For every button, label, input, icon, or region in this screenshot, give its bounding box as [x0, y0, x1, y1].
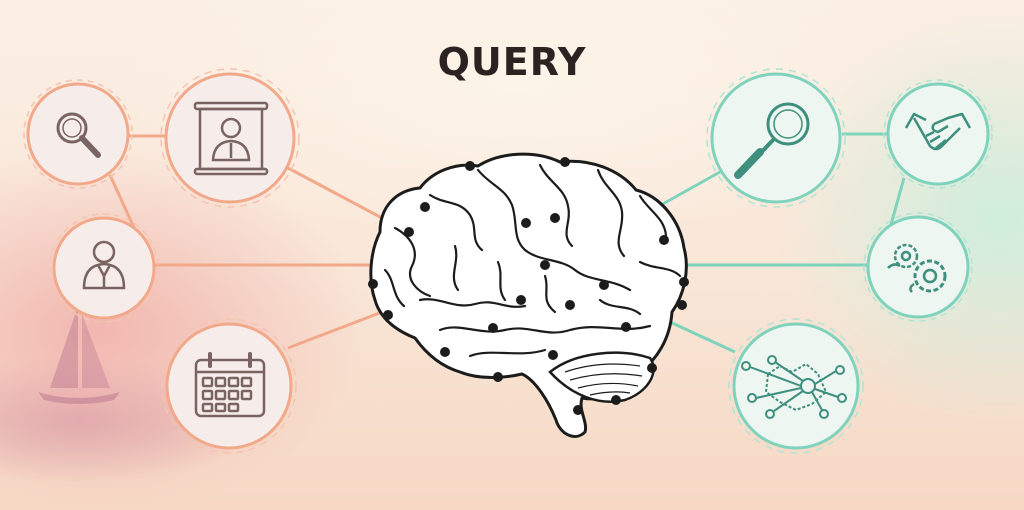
left-node-presenter[interactable] — [160, 68, 300, 208]
right-node-handshake[interactable] — [883, 79, 993, 189]
sailboat-silhouette — [38, 306, 120, 404]
page-title: QUERY — [437, 40, 587, 84]
right-node-network[interactable] — [728, 318, 864, 454]
calendar-icon — [194, 352, 266, 418]
left-connectors — [108, 134, 383, 350]
magnifier-icon — [734, 102, 810, 179]
presenter-board-icon — [193, 101, 269, 176]
right-node-search[interactable] — [706, 68, 846, 208]
left-node-search[interactable] — [23, 79, 133, 189]
brain-icon — [368, 152, 689, 438]
right-connectors — [651, 132, 906, 354]
magnifier-icon — [56, 112, 101, 158]
right-node-gears[interactable] — [863, 212, 973, 322]
gears-icon — [887, 243, 947, 293]
person-icon — [82, 240, 126, 290]
network-map-icon — [741, 355, 847, 419]
handshake-icon — [904, 112, 972, 151]
left-node-calendar[interactable] — [161, 318, 297, 454]
left-node-person[interactable] — [49, 213, 159, 323]
